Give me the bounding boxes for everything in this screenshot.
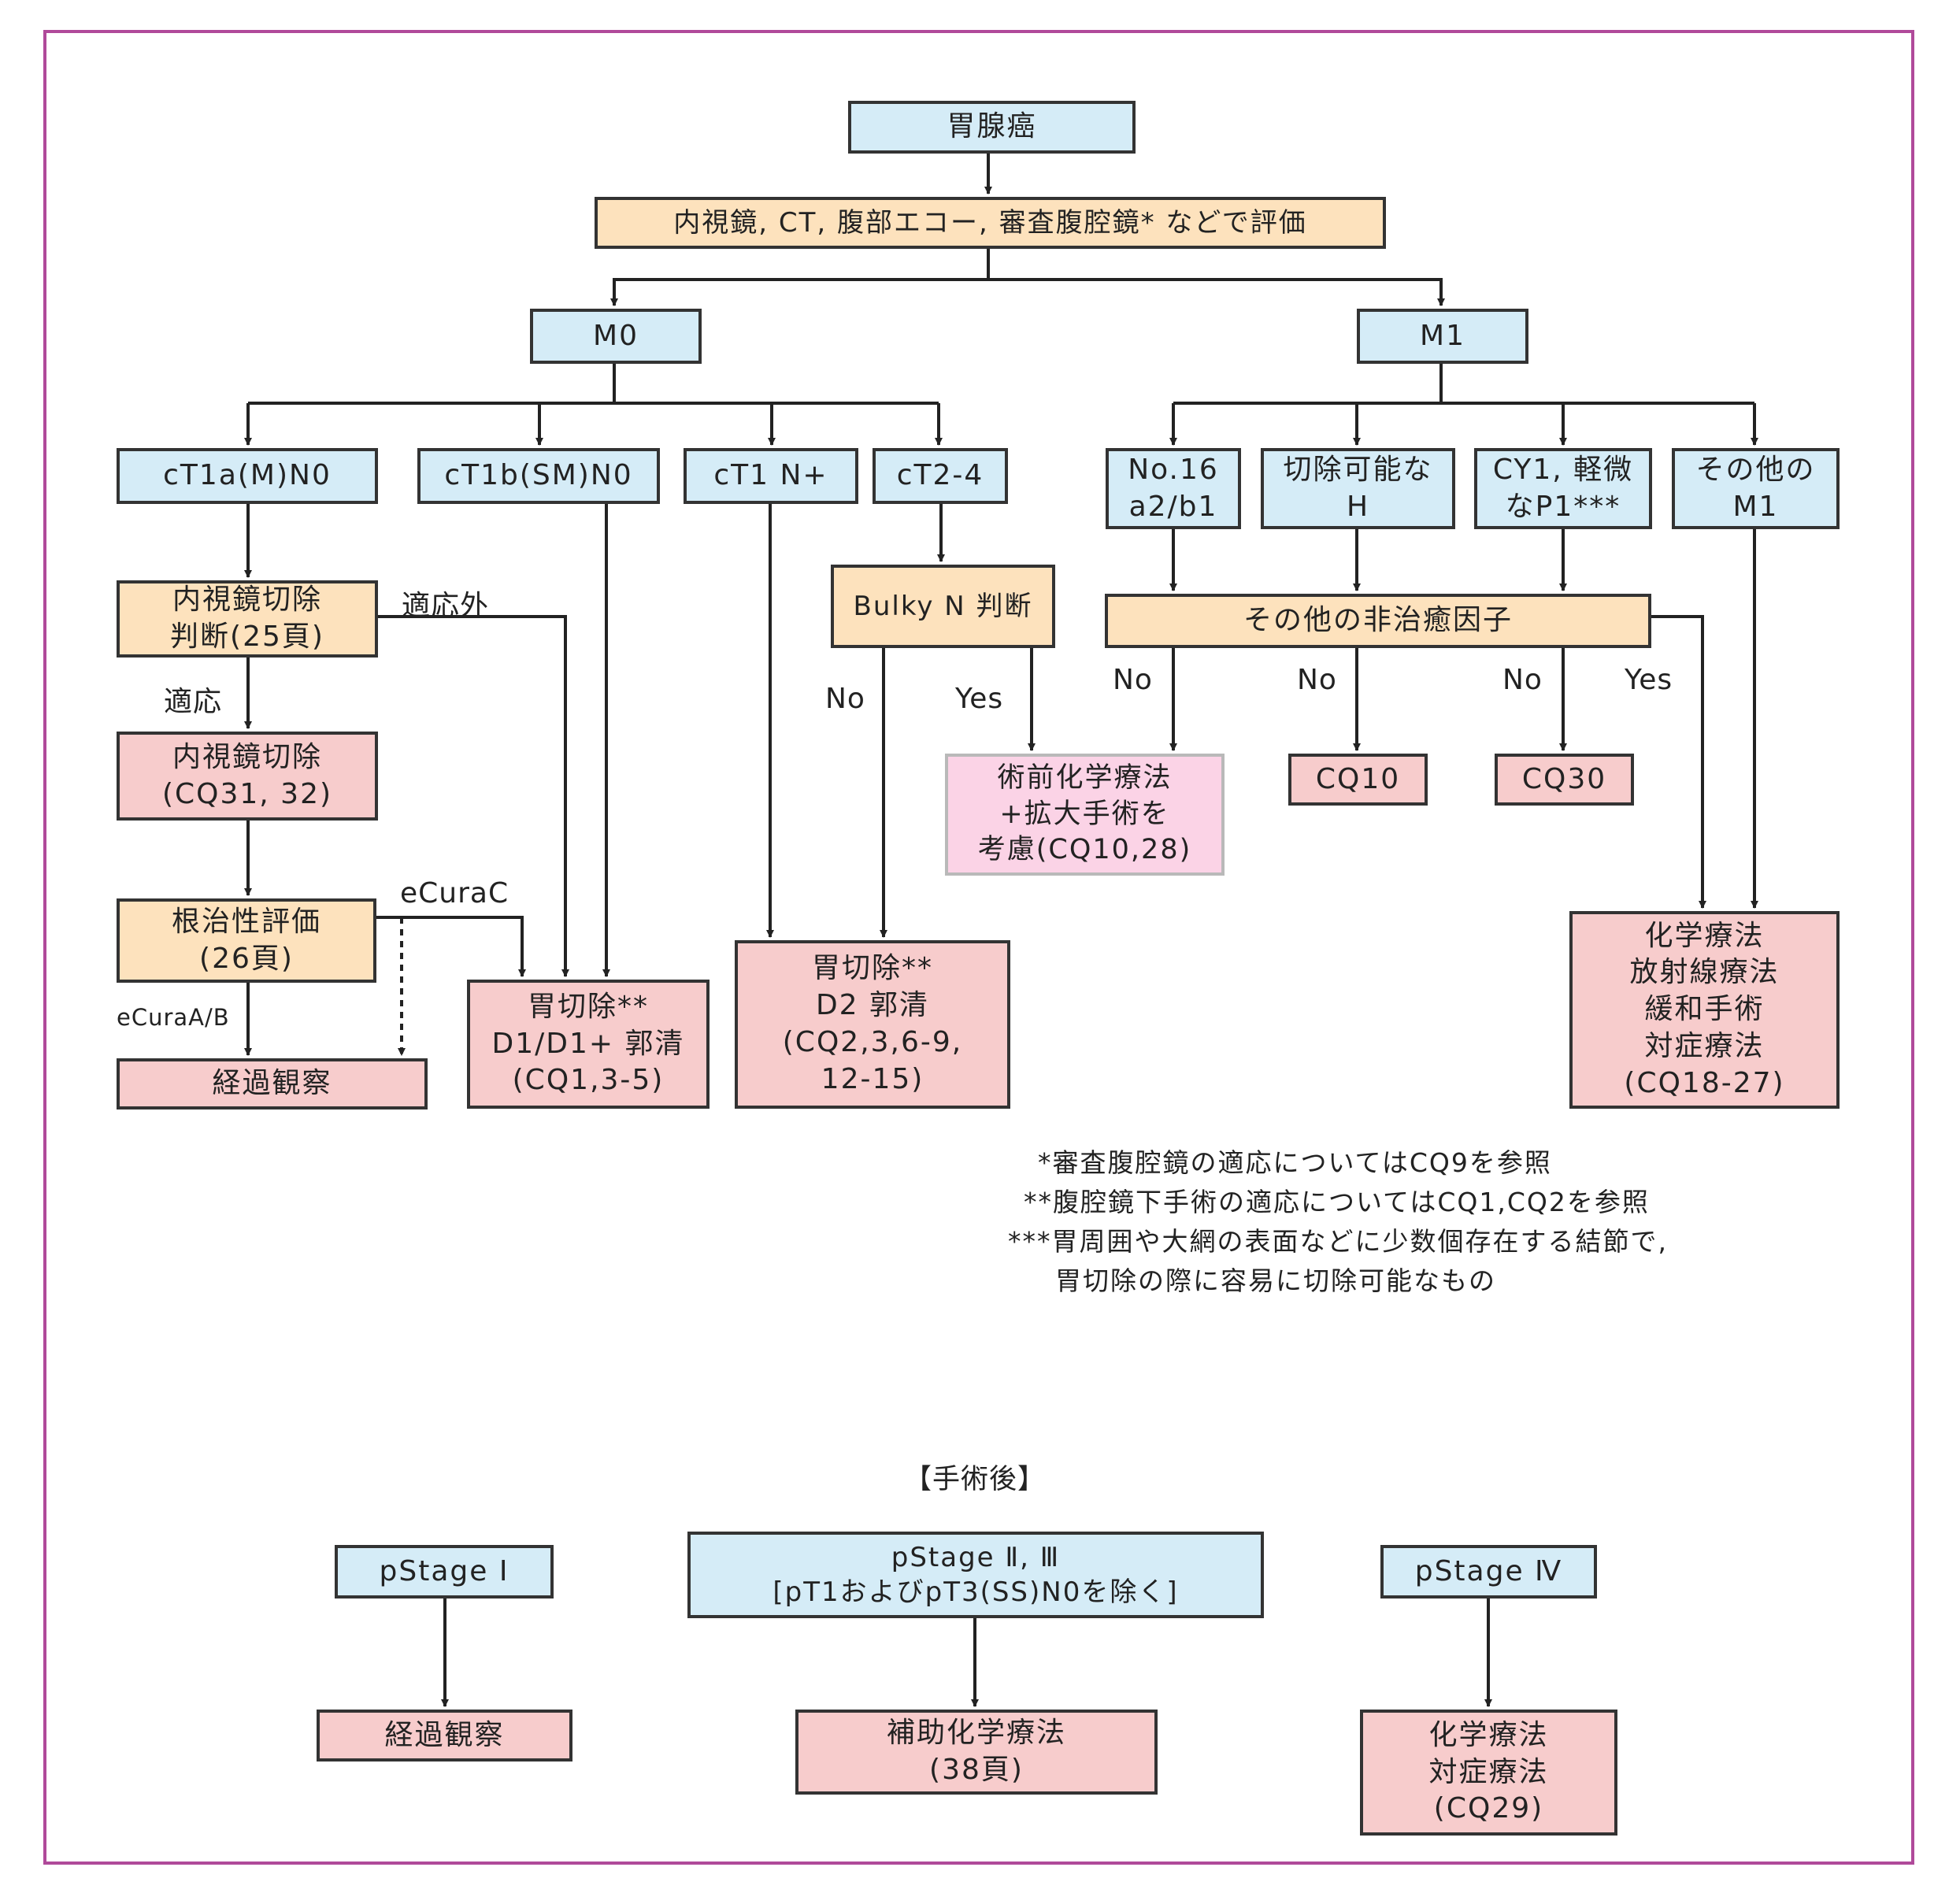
label-no-2: No bbox=[1297, 664, 1337, 696]
node-pstage-4: pStage Ⅳ bbox=[1380, 1545, 1597, 1598]
node-ct1n: cT1 N+ bbox=[684, 448, 858, 504]
edge-m1-split bbox=[1173, 364, 1754, 405]
footnote-2: **腹腔鏡下手術の適応についてはCQ1,CQ2を参照 bbox=[1024, 1187, 1650, 1217]
footnote-1: *審査腹腔鏡の適応についてはCQ9を参照 bbox=[1038, 1147, 1552, 1178]
node-bulky: Bulky N 判断 bbox=[831, 565, 1055, 648]
node-evaluation: 内視鏡, CT, 腹部エコー, 審査腹腔鏡* などで評価 bbox=[595, 197, 1386, 249]
node-other-m1: その他の M1 bbox=[1672, 448, 1840, 529]
node-m0: M0 bbox=[530, 309, 702, 364]
node-stomach-cancer: 胃腺癌 bbox=[848, 101, 1136, 154]
node-cy1: CY1, 軽微 なP1*** bbox=[1474, 448, 1652, 529]
node-post-observation: 経過観察 bbox=[317, 1710, 572, 1761]
node-cq30: CQ30 bbox=[1495, 754, 1634, 806]
node-ct24: cT2-4 bbox=[873, 448, 1008, 504]
label-ecura-c: eCuraC bbox=[400, 877, 509, 909]
footnote-3-cont: 胃切除の際に容易に切除可能なもの bbox=[1055, 1265, 1496, 1296]
edge-m0-split bbox=[248, 364, 939, 405]
label-bulky-no: No bbox=[825, 683, 865, 715]
node-pstage-2-3: pStage Ⅱ, Ⅲ [pT1およびpT3(SS)N0を除く] bbox=[687, 1532, 1264, 1618]
node-non-curative: その他の非治癒因子 bbox=[1105, 594, 1651, 648]
label-yes-m1: Yes bbox=[1625, 664, 1673, 696]
node-curative-eval: 根治性評価 (26頁) bbox=[117, 898, 376, 983]
node-adjuvant: 補助化学療法 (38頁) bbox=[795, 1710, 1158, 1795]
section-postop-title: 【手術後】 bbox=[904, 1464, 1047, 1495]
label-not-indicated: 適応外 bbox=[402, 590, 490, 622]
edge-ecurac bbox=[376, 916, 526, 977]
node-chemo-m1: 化学療法 放射線療法 緩和手術 対症療法 (CQ18-27) bbox=[1569, 911, 1840, 1109]
node-pstage-1: pStage Ⅰ bbox=[335, 1545, 554, 1598]
node-neoadj: 術前化学療法 +拡大手術を 考慮(CQ10,28) bbox=[945, 754, 1225, 876]
node-endo-judge: 内視鏡切除 判断(25頁) bbox=[117, 580, 378, 658]
outer-frame bbox=[43, 30, 1914, 1865]
label-indicated: 適応 bbox=[164, 686, 223, 718]
edge-eval-split bbox=[613, 249, 1443, 306]
node-observation: 経過観察 bbox=[117, 1058, 428, 1109]
label-no-3: No bbox=[1502, 664, 1543, 696]
node-m1: M1 bbox=[1357, 309, 1528, 364]
node-endo-resect: 内視鏡切除 (CQ31, 32) bbox=[117, 732, 378, 821]
node-cq10: CQ10 bbox=[1288, 754, 1428, 806]
node-post-chemo: 化学療法 対症療法 (CQ29) bbox=[1360, 1710, 1617, 1836]
node-no16: No.16 a2/b1 bbox=[1106, 448, 1241, 529]
edge-factor-yes bbox=[1651, 615, 1706, 909]
label-no-1: No bbox=[1113, 664, 1153, 696]
footnote-3: ***胃周囲や大網の表面などに少数個存在する結節で, bbox=[1008, 1226, 1668, 1257]
node-gastrectomy-d2: 胃切除** D2 郭清 (CQ2,3,6-9, 12-15) bbox=[735, 940, 1010, 1109]
node-ct1b: cT1b(SM)N0 bbox=[417, 448, 660, 504]
edge-not-indicated bbox=[376, 615, 569, 977]
label-ecura-ab: eCuraA/B bbox=[117, 1004, 230, 1031]
label-bulky-yes: Yes bbox=[955, 683, 1004, 715]
node-resectable-h: 切除可能な H bbox=[1261, 448, 1455, 529]
node-gastrectomy-d1: 胃切除** D1/D1+ 郭清 (CQ1,3-5) bbox=[467, 980, 710, 1109]
node-ct1a: cT1a(M)N0 bbox=[117, 448, 378, 504]
